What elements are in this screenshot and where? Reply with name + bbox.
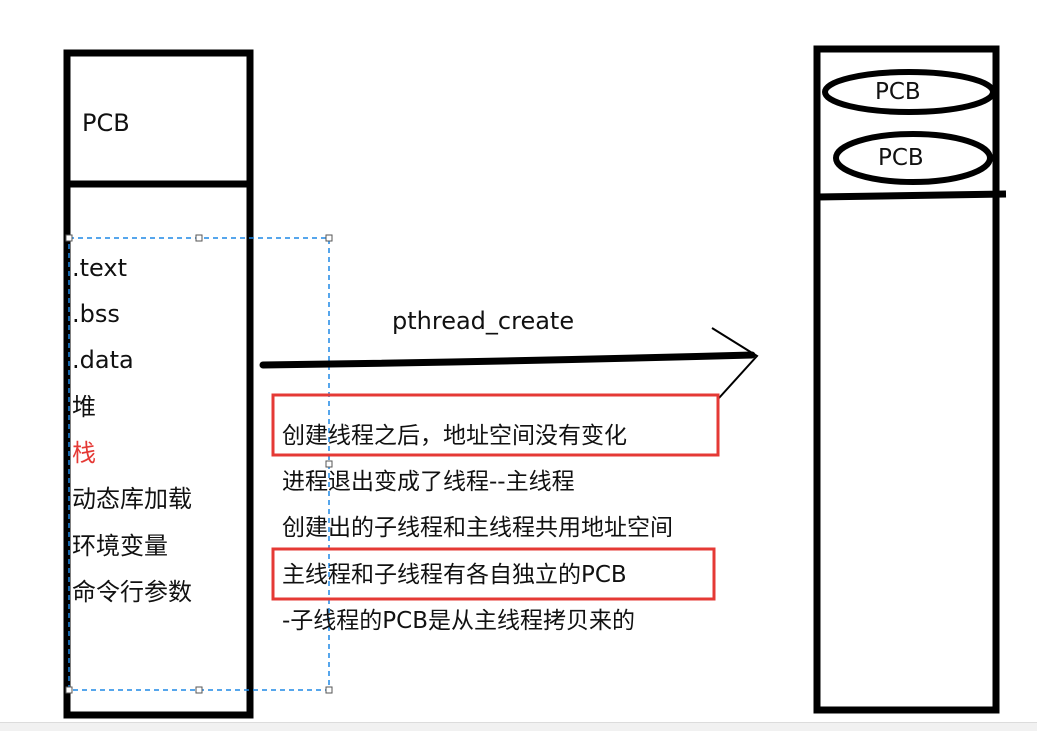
segment-text: .text	[72, 254, 127, 282]
segment-shared-libs: 动态库加载	[72, 485, 192, 513]
highlight-box-1	[271, 393, 720, 457]
segment-environment: 环境变量	[72, 532, 168, 560]
segment-stack: 栈	[72, 439, 96, 467]
selection-handle-mid-right[interactable]	[325, 460, 333, 468]
selection-handle-top-left[interactable]	[65, 234, 73, 242]
arrow-shaft	[259, 351, 756, 369]
segment-command-line-args: 命令行参数	[72, 578, 192, 606]
segment-bss: .bss	[72, 300, 120, 328]
segment-heap: 堆	[72, 393, 96, 421]
selection-handle-top-mid[interactable]	[195, 234, 203, 242]
window-bottom-edge	[0, 722, 1037, 731]
selection-handles[interactable]	[65, 234, 333, 694]
process-block	[63, 49, 254, 719]
pcb-ellipse-1	[822, 69, 996, 115]
thread-pcb-label-1: PCB	[875, 79, 921, 105]
process-pcb-label: PCB	[82, 109, 130, 137]
note-address-space-unchanged: 创建线程之后，地址空间没有变化	[282, 423, 627, 449]
selection-handle-bottom-left[interactable]	[65, 686, 73, 694]
selection-handle-top-right[interactable]	[325, 234, 333, 242]
note-independent-pcb: 主线程和子线程有各自独立的PCB	[282, 562, 627, 588]
thread-block	[813, 45, 1000, 714]
note-pcb-copied: -子线程的PCB是从主线程拷贝来的	[282, 608, 636, 634]
note-shared-address-space: 创建出的子线程和主线程共用地址空间	[282, 515, 673, 541]
pcb-ellipse-2	[833, 131, 993, 185]
highlight-box-2	[271, 547, 716, 601]
thread-pcb-label-2: PCB	[878, 145, 924, 171]
segment-data: .data	[72, 346, 134, 374]
note-process-becomes-main-thread: 进程退出变成了线程--主线程	[282, 469, 575, 495]
thread-pcb-divider	[816, 190, 1007, 201]
selection-handle-bottom-mid[interactable]	[195, 686, 203, 694]
selection-handle-bottom-right[interactable]	[325, 686, 333, 694]
arrow-label: pthread_create	[392, 307, 575, 335]
arrow-head	[711, 327, 759, 399]
